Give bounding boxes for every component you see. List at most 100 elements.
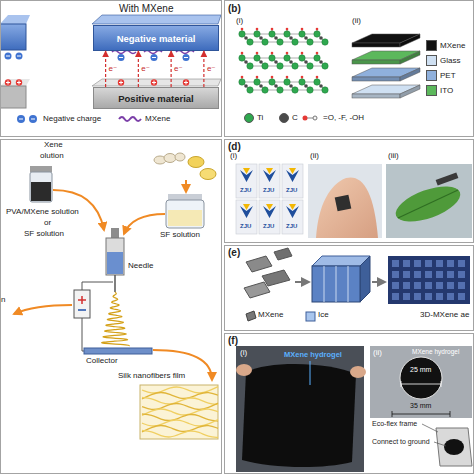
layered-device — [352, 94, 400, 98]
process-arrow — [295, 281, 309, 283]
printed-patterns — [236, 164, 303, 234]
mxene-aerogel — [392, 282, 399, 289]
mxene-crystal — [254, 31, 260, 37]
mxene-crystal — [301, 76, 304, 79]
process-arrow — [14, 305, 72, 314]
panel-heading: (b) — [228, 3, 241, 14]
block-top-faces — [92, 15, 221, 86]
printed-patterns — [266, 168, 273, 174]
block-top-faces — [92, 79, 221, 86]
mxene-aerogel — [388, 256, 470, 304]
mxene-crystal — [239, 31, 245, 37]
positive-charges — [151, 79, 157, 85]
mxene-flakes — [262, 270, 290, 286]
fiber-jet — [102, 292, 130, 346]
edge-label: e⁻ — [174, 65, 183, 73]
panel-heading: (e) — [228, 247, 240, 258]
layered-device — [400, 51, 420, 64]
bond-symbol — [303, 116, 308, 121]
figure-label: ZJU — [286, 187, 297, 194]
mxene-crystal — [269, 79, 275, 85]
legend-text: MXene — [145, 115, 170, 123]
electron-transfer-arrow — [105, 51, 106, 87]
mxene-crystal — [259, 84, 263, 88]
silkworm-cocoons — [164, 154, 176, 163]
leaf-photo — [391, 179, 464, 229]
ice-template — [312, 266, 360, 302]
figure-label: ZJU — [286, 223, 297, 230]
mxene-aerogel — [403, 293, 410, 300]
figure-label: Collector — [86, 357, 118, 366]
layered-device — [400, 34, 420, 47]
figure-label: MXene hydrogel — [412, 348, 459, 355]
fiber-jet — [102, 292, 130, 346]
leaf-photo — [386, 164, 472, 238]
layered-device — [352, 43, 400, 47]
mxene-crystal — [274, 36, 278, 40]
material-block: Negative material — [93, 25, 219, 51]
negative-charges — [152, 57, 156, 58]
mxene-crystal — [322, 39, 328, 45]
legend-text: ITO — [440, 87, 453, 95]
positive-charges — [183, 79, 189, 85]
ice-template — [324, 266, 325, 302]
mxene-aerogel — [447, 293, 454, 300]
hydrogel-disc-photo — [401, 381, 402, 387]
edge-label: e⁻ — [207, 65, 216, 73]
figure-panel: (d) — [224, 139, 474, 243]
solution-jar — [166, 194, 204, 228]
mxene-crystal — [289, 36, 293, 40]
cropped-blocks — [0, 79, 30, 86]
cropped-blocks — [16, 79, 22, 85]
cropped-blocks — [6, 56, 10, 57]
cropped-blocks — [0, 24, 26, 50]
mxene-crystal — [292, 39, 298, 45]
bond-symbol — [313, 116, 317, 120]
mxene-crystal — [286, 76, 289, 79]
figure-label: 25 mm — [410, 366, 431, 374]
solution-jar — [166, 200, 204, 228]
mxene-aerogel — [436, 293, 443, 300]
mxene-crystal — [292, 63, 298, 69]
mxene-crystal — [274, 84, 278, 88]
legend-swatch — [279, 113, 289, 123]
hydrogel-photo — [242, 364, 356, 467]
figure-label: Eco-flex frame — [372, 420, 417, 428]
printed-patterns — [259, 200, 280, 234]
legend-entry: Negative charge — [16, 114, 101, 124]
printed-patterns — [259, 164, 280, 198]
figure-label: Ice — [318, 311, 329, 320]
mxene-aerogel — [425, 282, 432, 289]
legend-text: C — [292, 114, 298, 122]
hydrogel-photo — [236, 346, 366, 472]
figure-label: Connect to ground — [372, 438, 430, 446]
figure-label: Silk nanofibers film — [118, 372, 185, 381]
mxene-crystal — [274, 60, 278, 64]
mxene-crystal — [299, 55, 305, 61]
mxene-crystal — [254, 55, 260, 61]
solution-vial — [30, 172, 52, 202]
figure-label: n — [1, 296, 5, 305]
figure-label: (ii) — [352, 17, 361, 26]
legend-entry: PET — [426, 70, 456, 81]
edge-label: e⁻ — [109, 65, 118, 73]
mxene-crystal — [277, 87, 283, 93]
figure-label: MXene — [258, 311, 283, 320]
printed-patterns — [266, 204, 273, 210]
ice-template — [312, 256, 370, 302]
electrode-schematic — [422, 424, 438, 432]
mxene-crystal — [271, 28, 274, 31]
printed-patterns — [243, 168, 250, 174]
mxene-crystal — [304, 36, 308, 40]
figure-label: MXene hydrogel — [284, 351, 342, 359]
figure-label: Xene — [44, 141, 63, 150]
charge-symbol — [29, 115, 37, 123]
mxene-crystal — [241, 28, 244, 31]
mxene-aerogel — [425, 293, 432, 300]
process-arrow — [185, 180, 187, 192]
mxene-aerogel — [403, 282, 410, 289]
mxene-aerogel — [414, 293, 421, 300]
block-top-faces — [92, 15, 221, 24]
hand-photo — [308, 164, 382, 238]
collector-plate — [84, 348, 152, 354]
